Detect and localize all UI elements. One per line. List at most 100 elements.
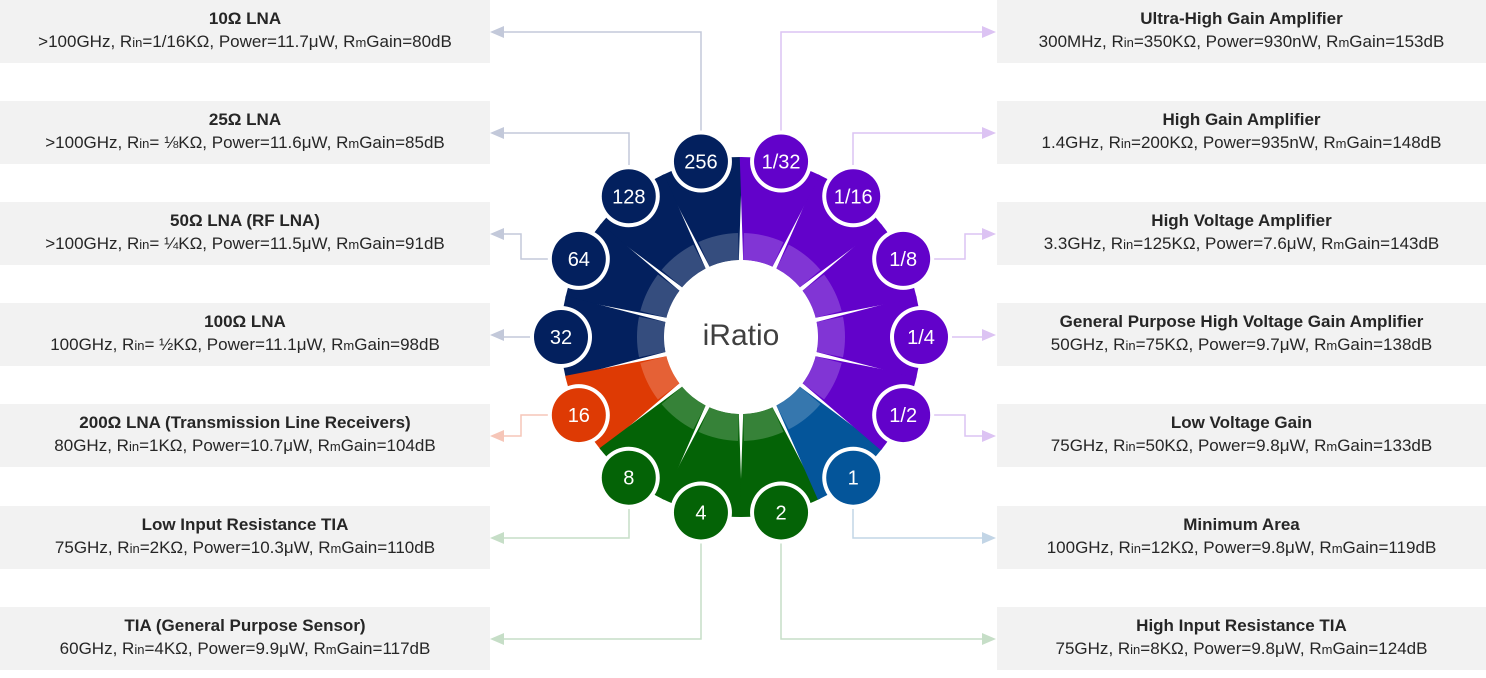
spec-frequency: >100GHz: [45, 133, 118, 152]
node-label: 1/32: [762, 152, 801, 174]
node-circle: [894, 310, 948, 365]
spec-rin-label: Rin=: [1113, 436, 1146, 455]
ratio-node: 128: [597, 165, 660, 228]
box-title: 25Ω LNA: [208, 110, 282, 129]
spec-power-label: Power=: [211, 133, 270, 152]
spec-gain-value: 143dB: [1390, 234, 1440, 253]
spec-gain-value: 85dB: [405, 133, 445, 152]
spec-gain-value: 98dB: [400, 335, 440, 354]
spec-gain-label: RmGain=: [336, 234, 406, 253]
spec-frequency: 75GHz: [1055, 639, 1109, 658]
spec-rin-value: 1/16KΩ: [152, 32, 210, 51]
center-circle: [664, 260, 818, 414]
spec-rin-label: Rin=: [127, 133, 160, 152]
ratio-node: 256: [669, 130, 732, 193]
node-label: 1/2: [889, 405, 917, 427]
spec-power-value: 935nW: [1260, 133, 1314, 152]
spec-frequency: 100GHz: [50, 335, 113, 354]
spec-power-value: 10.7μW: [250, 436, 309, 455]
left-info-box: 25Ω LNA>100GHz, Rin= ⅛KΩ, Power=11.6μW, …: [0, 101, 490, 164]
spec-frequency: 1.4GHz: [1041, 133, 1100, 152]
node-label: 1: [848, 468, 859, 490]
wedge-inner-band: [776, 386, 821, 430]
spec-rin-value: ⅛KΩ: [159, 133, 203, 152]
node-circle: [754, 134, 809, 189]
connector-line: [502, 509, 630, 539]
arrow-left-icon: [490, 329, 504, 341]
connector-line: [502, 132, 630, 165]
spec-power-label: Power=: [1193, 639, 1252, 658]
spec-power-value: 930nW: [1263, 32, 1317, 51]
spec-power-value: 11.7μW: [276, 32, 334, 51]
spec-rin-label: Rin=: [1118, 538, 1151, 557]
spec-gain-value: 110dB: [387, 538, 436, 557]
spec-rin-label: Rin=: [1111, 32, 1144, 51]
node-label: 2: [775, 502, 786, 524]
center-label: iRatio: [702, 319, 780, 352]
spec-rin-label: Rin=: [1108, 133, 1141, 152]
spec-gain-label: RmGain=: [313, 639, 383, 658]
box-title: General Purpose High Voltage Gain Amplif…: [1059, 312, 1424, 331]
spec-gain-value: 138dB: [1383, 335, 1433, 354]
node-circle: [876, 388, 931, 443]
wedge-inner-band: [743, 407, 784, 441]
node-label: 32: [550, 327, 572, 349]
box-spec: 75GHz, Rin=2KΩ, Power=10.3μW, RmGain=110…: [54, 538, 436, 557]
spec-gain-value: 133dB: [1383, 436, 1433, 455]
node-circle: [673, 134, 728, 189]
spec-frequency: >100GHz: [45, 234, 118, 253]
box-spec: 75GHz, Rin=8KΩ, Power=9.8μW, RmGain=124d…: [1055, 639, 1428, 658]
node-label: 1/4: [907, 327, 935, 349]
spec-power-value: 11.1μW: [264, 335, 322, 354]
right-info-box: General Purpose High Voltage Gain Amplif…: [997, 303, 1486, 366]
node-circle: [551, 388, 606, 443]
ratio-node: 64: [547, 227, 610, 290]
spec-power-label: Power=: [197, 639, 256, 658]
spec-rin-label: Rin=: [122, 335, 155, 354]
box-spec: 60GHz, Rin=4KΩ, Power=9.9μW, RmGain=117d…: [59, 639, 431, 658]
wedge-inner-band: [816, 316, 845, 358]
spec-gain-value: 148dB: [1392, 133, 1442, 152]
ratio-node: 16: [547, 384, 610, 447]
spec-rin-label: Rin=: [127, 234, 160, 253]
node-label: 128: [612, 186, 645, 208]
spec-rin-value: 200KΩ: [1140, 133, 1194, 152]
box-spec: 80GHz, Rin=1KΩ, Power=10.7μW, RmGain=104…: [54, 436, 436, 455]
spec-frequency: 300MHz: [1038, 32, 1102, 51]
wedge-inner-band: [776, 244, 821, 288]
node-circle: [601, 450, 656, 505]
spec-power-value: 9.8μW: [1256, 436, 1305, 455]
connectors: [490, 26, 996, 645]
box-spec: 3.3GHz, Rin=125KΩ, Power=7.6μW, RmGain=1…: [1043, 234, 1440, 253]
connector-line: [780, 543, 984, 640]
box-spec: >100GHz, Rin=1/16KΩ, Power=11.7μW, RmGai…: [38, 32, 452, 51]
box-spec: 100GHz, Rin= ½KΩ, Power=11.1μW, RmGain=9…: [50, 335, 440, 354]
spec-gain-label: RmGain=: [1319, 538, 1389, 557]
wedge-inner-band: [802, 274, 842, 318]
spec-gain-label: RmGain=: [1326, 32, 1396, 51]
spec-gain-label: RmGain=: [343, 32, 413, 51]
box-spec: 100GHz, Rin=12KΩ, Power=9.8μW, RmGain=11…: [1046, 538, 1437, 557]
node-circle: [826, 169, 881, 224]
connector-line: [502, 233, 548, 260]
arrow-right-icon: [982, 633, 996, 645]
node-label: 1/16: [834, 186, 873, 208]
spec-power-value: 11.6μW: [269, 133, 327, 152]
box-title: 10Ω LNA: [208, 9, 282, 28]
box-spec: 1.4GHz, Rin=200KΩ, Power=935nW, RmGain=1…: [1041, 133, 1442, 152]
box-title: High Voltage Amplifier: [1151, 211, 1332, 230]
connector-line: [502, 543, 702, 640]
spec-gain-label: RmGain=: [1321, 234, 1391, 253]
arrow-left-icon: [490, 127, 504, 139]
spec-gain-label: RmGain=: [1314, 436, 1384, 455]
arrow-left-icon: [490, 430, 504, 442]
wedge-inner-band: [661, 386, 706, 430]
arrow-right-icon: [982, 228, 996, 240]
spec-rin-value: 12KΩ: [1150, 538, 1194, 557]
wedge-inner-band: [640, 274, 680, 318]
wedge-inner-band: [698, 233, 739, 267]
box-spec: >100GHz, Rin= ¼KΩ, Power=11.5μW, RmGain=…: [45, 234, 445, 253]
spec-gain-value: 80dB: [412, 32, 452, 51]
